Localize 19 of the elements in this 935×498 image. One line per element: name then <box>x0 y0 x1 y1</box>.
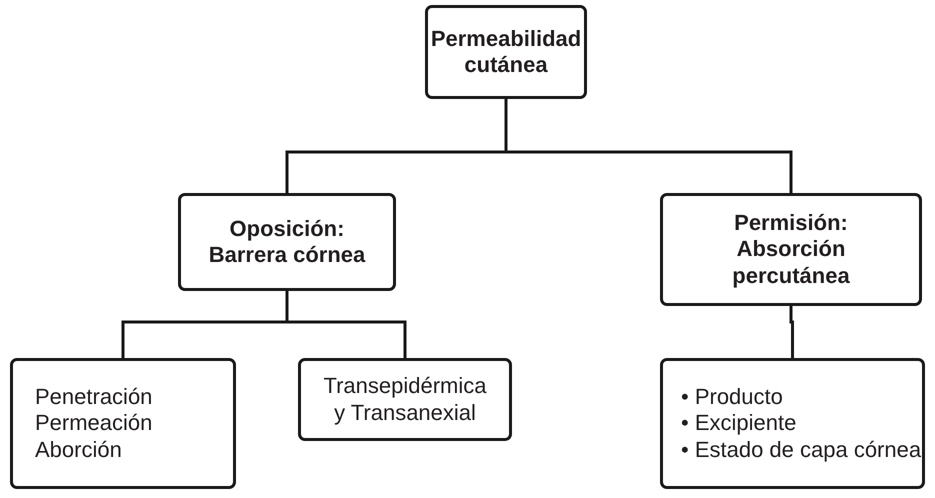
process-box <box>660 358 925 489</box>
process-box <box>298 358 512 441</box>
process-box <box>660 193 922 306</box>
process-box <box>10 358 236 489</box>
process-box <box>425 5 587 99</box>
process-box <box>178 193 396 291</box>
node-heading: Permeabilidad cutánea <box>430 26 582 78</box>
list-item: • Excipiente <box>681 410 798 437</box>
node-text: Penetración <box>35 384 154 410</box>
node-heading: Oposición: Barrera córnea <box>208 216 366 268</box>
list-item: • Producto <box>681 384 784 410</box>
list-item: • Estado de capa córnea <box>681 436 922 464</box>
node-heading: Permisión: Absorción percutánea <box>731 210 851 290</box>
connector-line <box>504 99 792 193</box>
connector-line <box>790 306 794 358</box>
node-text: Transepidérmica y Transanexial <box>323 373 487 426</box>
node-text: Aborción <box>35 436 123 464</box>
node-text: Permeación <box>35 410 154 437</box>
connector-line <box>286 291 406 358</box>
